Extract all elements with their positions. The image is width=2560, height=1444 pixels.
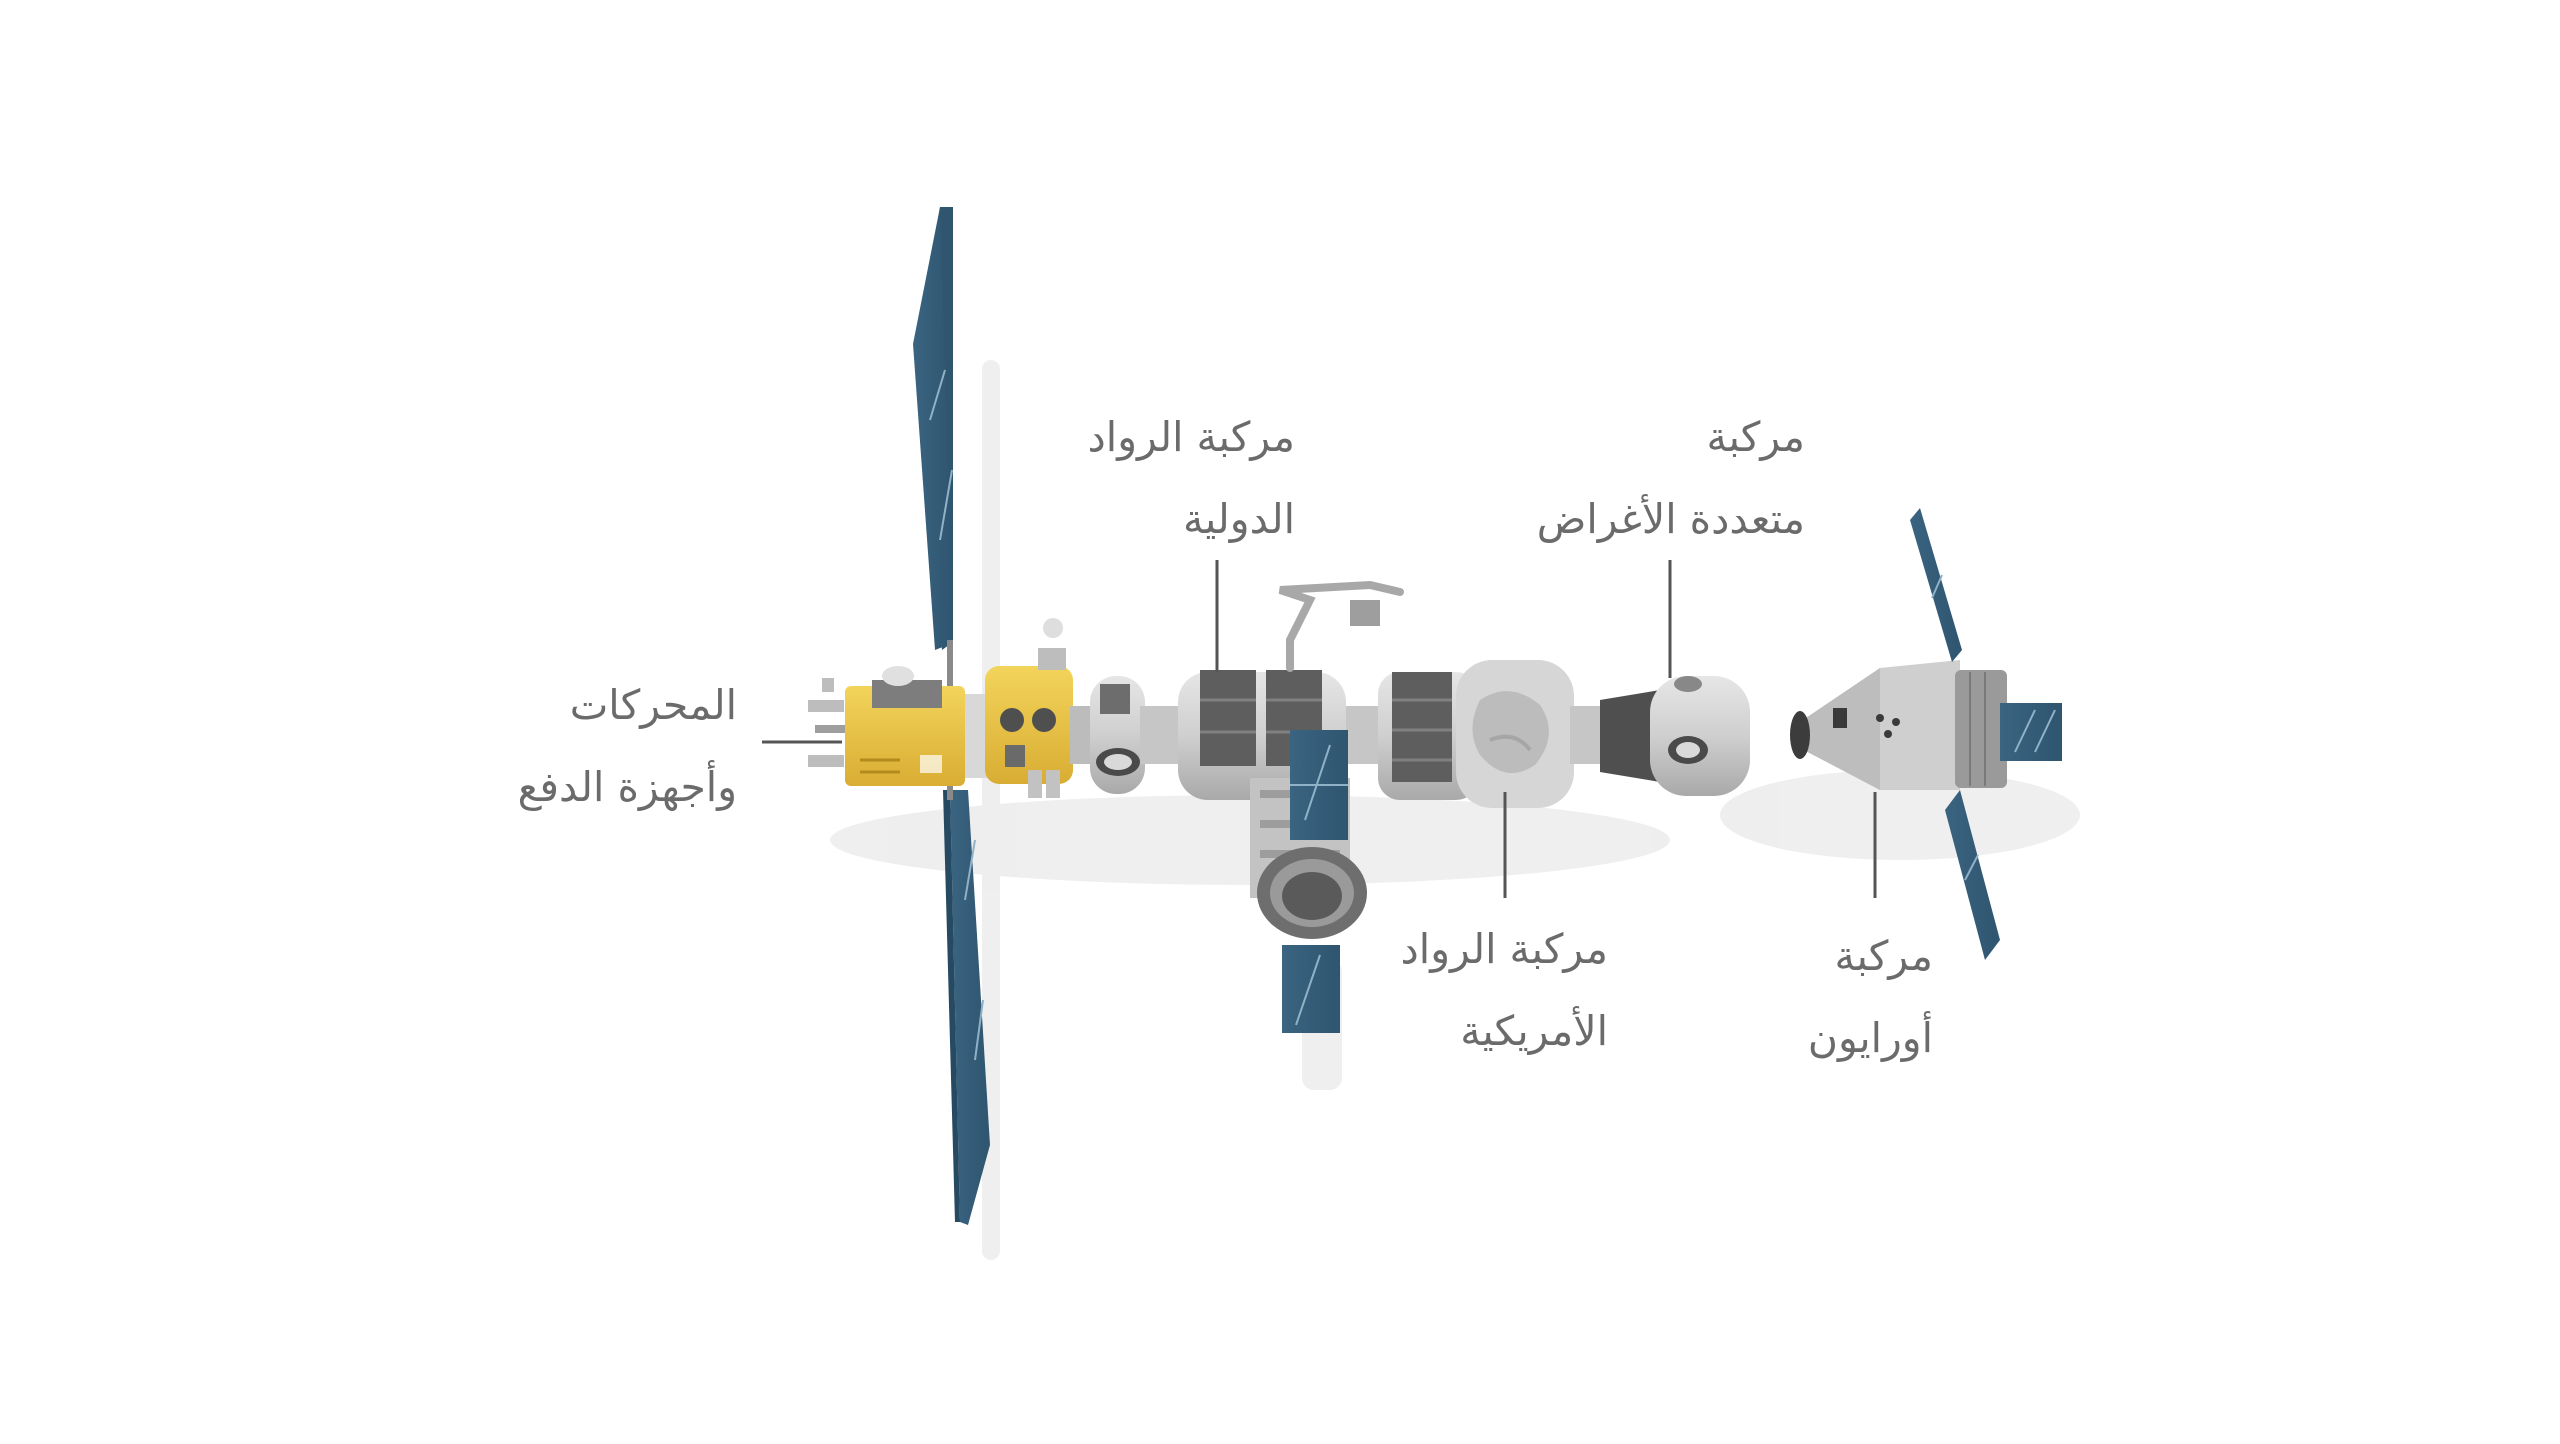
multipurpose-module	[1570, 676, 1750, 796]
label-international-hab: مركبة الرواد الدولية	[1088, 396, 1295, 560]
orion-solar-wing-side	[2000, 703, 2062, 761]
label-us-hab-line2: الأمريكية	[1460, 1007, 1608, 1055]
orion-solar-wing-lower	[1945, 790, 2000, 960]
label-multipurpose: مركبة متعددة الأغراض	[1537, 396, 1805, 560]
propulsion-solar-array-lower	[943, 790, 990, 1225]
label-international-hab-line2: الدولية	[1182, 495, 1295, 543]
label-multipurpose-line1: مركبة	[1706, 413, 1805, 461]
connecting-node	[1070, 676, 1180, 794]
label-international-hab-line1: مركبة الرواد	[1087, 413, 1295, 461]
label-propulsion: المحركات وأجهزة الدفع	[518, 664, 737, 828]
propulsion-module	[808, 618, 1073, 798]
leader-lines	[762, 560, 1877, 898]
orion-solar-wing-upper	[1910, 508, 1962, 662]
orion-spacecraft	[1790, 660, 2007, 790]
label-propulsion-line2: وأجهزة الدفع	[517, 763, 737, 811]
label-propulsion-line1: المحركات	[569, 681, 737, 729]
robotic-arm	[1278, 580, 1404, 672]
us-habitation-module	[1378, 660, 1574, 808]
logistics-solar-panel-lower	[1282, 945, 1340, 1033]
propulsion-solar-array-upper	[913, 207, 953, 650]
drop-shadow	[830, 360, 2080, 1260]
label-us-hab: مركبة الرواد الأمريكية	[1401, 908, 1608, 1072]
label-orion-line2: أورايون	[1807, 1014, 1933, 1062]
label-orion-line1: مركبة	[1834, 932, 1933, 980]
label-multipurpose-line2: متعددة الأغراض	[1536, 495, 1805, 543]
label-orion: مركبة أورايون	[1808, 915, 1933, 1079]
label-us-hab-line1: مركبة الرواد	[1400, 925, 1608, 973]
logistics-solar-panel-upper	[1290, 730, 1348, 840]
